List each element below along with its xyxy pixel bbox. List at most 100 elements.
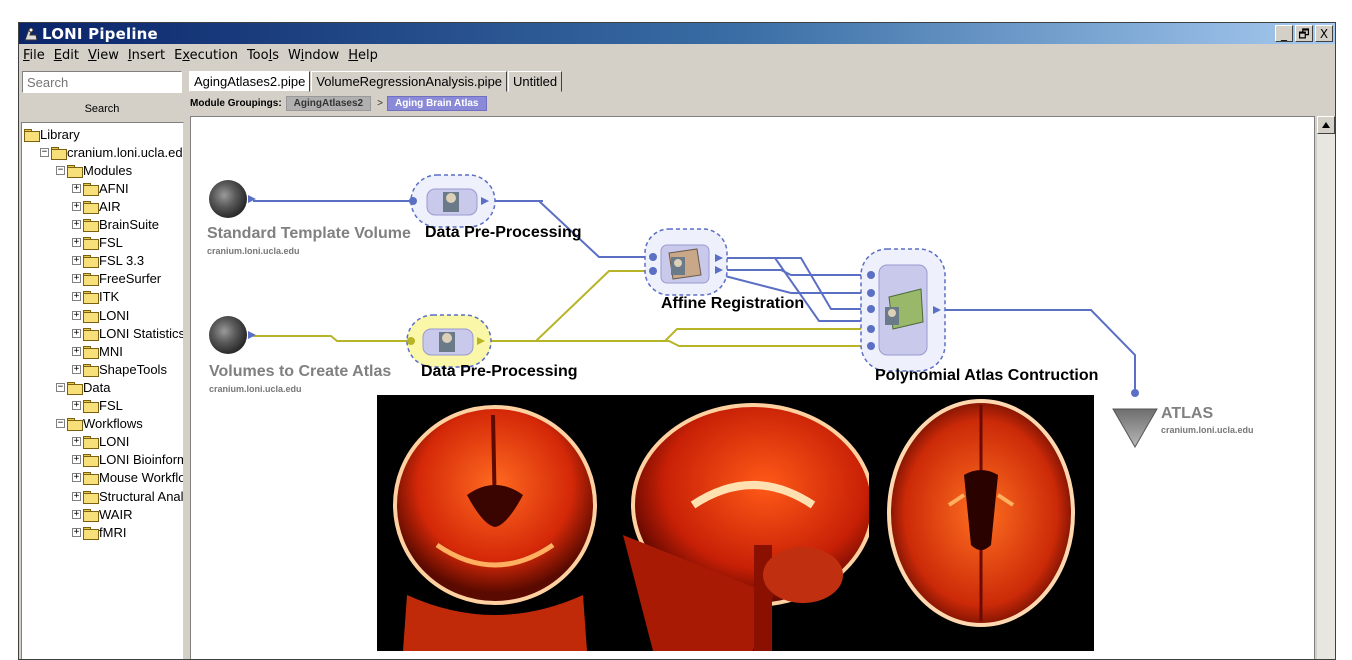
folder-icon <box>83 472 99 486</box>
tree-item-library[interactable]: Library <box>24 125 80 143</box>
tree-item-modules[interactable]: − Modules <box>56 161 132 179</box>
app-window: LONI Pipeline _ 🗗 X File Edit View Insert Ex… <box>18 22 1336 660</box>
folder-icon <box>83 454 99 468</box>
output-node-atlas[interactable] <box>1112 389 1158 448</box>
collapse-icon[interactable]: − <box>56 381 65 392</box>
menu-execution[interactable]: Execution <box>174 48 238 63</box>
folder-icon <box>83 182 99 196</box>
expand-icon[interactable]: + <box>72 237 81 248</box>
tree-item-mni[interactable]: + MNI <box>72 342 123 360</box>
tree-item-mouse-workflow[interactable]: +Mouse Workflow <box>72 469 183 487</box>
menu-edit[interactable]: Edit <box>54 48 79 63</box>
module-polynomial-atlas-construction[interactable] <box>860 248 946 372</box>
tree-item-label: LONI <box>99 434 130 450</box>
tree-item-label: MNI <box>99 343 123 359</box>
scroll-up-arrow-icon[interactable] <box>1317 116 1335 134</box>
collapse-icon[interactable]: − <box>56 418 65 429</box>
expand-icon[interactable]: + <box>72 363 81 374</box>
tree-item-label: Library <box>40 126 80 142</box>
minimize-button[interactable]: _ <box>1275 25 1293 42</box>
expand-icon[interactable]: + <box>72 400 81 410</box>
vertical-scrollbar[interactable] <box>1317 116 1335 659</box>
menu-window[interactable]: Window <box>288 48 339 63</box>
tree-item-label: Workflows <box>83 416 143 432</box>
expand-icon[interactable]: + <box>72 472 81 483</box>
collapse-icon[interactable]: − <box>40 146 49 157</box>
search-button[interactable]: Search <box>84 103 120 115</box>
folder-icon <box>83 436 99 450</box>
tree-item-wair[interactable]: +WAIR <box>72 505 132 523</box>
expand-icon[interactable]: + <box>72 526 81 537</box>
open-folder-icon <box>24 128 40 142</box>
tree-item-loni-statistics[interactable]: +LONI Statistics <box>72 324 183 342</box>
tree-item-fmri[interactable]: +fMRI <box>72 523 126 541</box>
tree-item-label: AIR <box>99 198 121 214</box>
tree-item-label: Modules <box>83 162 133 178</box>
folder-icon <box>83 508 99 522</box>
menu-file[interactable]: File <box>23 48 45 63</box>
module-data-preprocessing-2[interactable] <box>406 314 492 368</box>
tree-item-brainsuite[interactable]: +BrainSuite <box>72 216 159 234</box>
tree-item-data[interactable]: −Data <box>56 378 110 396</box>
wire-affine-to-poly-3 <box>720 274 865 294</box>
tree-item-fsl[interactable]: + FSL <box>72 397 123 415</box>
tree-item-shapetools[interactable]: +ShapeTools <box>72 360 167 378</box>
tree-item-loni[interactable]: +LONI <box>72 306 129 324</box>
search-input[interactable] <box>22 71 182 93</box>
tree-item-air[interactable]: + AIR <box>72 197 121 215</box>
tree-item-fsl[interactable]: + FSL <box>72 234 123 252</box>
expand-icon[interactable]: + <box>72 182 81 193</box>
menu-insert[interactable]: Insert <box>128 48 165 63</box>
expand-icon[interactable]: + <box>72 219 81 229</box>
title-bar[interactable]: LONI Pipeline _ 🗗 X <box>19 23 1335 44</box>
input-node-standard-template[interactable] <box>209 180 256 218</box>
workflow-canvas[interactable]: Standard Template Volume cranium.loni.uc… <box>190 116 1315 659</box>
tree-item-label: FSL <box>99 235 123 251</box>
tree-item-afni[interactable]: + AFNI <box>72 179 129 197</box>
tab-agingatlases2-pipe[interactable]: AgingAtlases2.pipe <box>189 71 311 92</box>
close-button[interactable]: X <box>1315 25 1333 42</box>
tree-item-label: FSL <box>99 398 123 413</box>
expand-icon[interactable]: + <box>72 273 81 284</box>
tree-item-label: AFNI <box>99 180 129 196</box>
expand-icon[interactable]: + <box>72 508 81 519</box>
tree-item-itk[interactable]: +ITK <box>72 288 119 306</box>
expand-icon[interactable]: + <box>72 345 81 356</box>
grouping-crumb-agingatlases2[interactable]: AgingAtlases2 <box>285 96 372 111</box>
tree-item-label: cranium.loni.ucla.edu <box>67 144 184 160</box>
expand-icon[interactable]: + <box>72 327 81 338</box>
collapse-icon[interactable]: − <box>56 164 65 175</box>
expand-icon[interactable]: + <box>72 309 81 320</box>
tree-item-workflows[interactable]: − Workflows <box>56 415 143 433</box>
expand-icon[interactable]: + <box>72 490 81 501</box>
tab-untitled[interactable]: Untitled <box>508 71 563 92</box>
module-affine-registration[interactable] <box>644 228 728 296</box>
input-node-volumes-to-create-atlas[interactable] <box>209 316 256 354</box>
tree-item-label: LONI Bioinforma <box>99 452 183 468</box>
tree-item-freesurfer[interactable]: +FreeSurfer <box>72 270 161 288</box>
expand-icon[interactable]: + <box>72 436 81 447</box>
tree-item-loni-bioinforma[interactable]: + LONI Bioinforma <box>72 451 183 469</box>
grouping-crumb-aging-brain-atlas[interactable]: Aging Brain Atlas <box>386 96 487 111</box>
expand-icon[interactable]: + <box>72 291 81 302</box>
expand-icon[interactable]: + <box>72 200 81 211</box>
menu-tools[interactable]: Tools <box>247 48 279 63</box>
tab-volumeregressionanalysis-pipe[interactable]: VolumeRegressionAnalysis.pipe <box>311 71 508 92</box>
folder-icon <box>83 273 99 287</box>
restore-button[interactable]: 🗗 <box>1295 25 1313 42</box>
output-label: ATLAS <box>1161 405 1214 422</box>
menu-view[interactable]: View <box>88 48 119 63</box>
connection-wires <box>253 200 1136 390</box>
expand-icon[interactable]: + <box>72 255 81 266</box>
open-folder-icon <box>67 164 83 178</box>
menu-help[interactable]: Help <box>348 48 378 63</box>
folder-icon <box>83 400 99 413</box>
wire-affine-to-poly-4 <box>721 257 865 310</box>
module-data-preprocessing-1[interactable] <box>409 174 496 228</box>
tree-item-fsl-3-3[interactable]: +FSL 3.3 <box>72 252 144 270</box>
tree-item-loni[interactable]: + LONI <box>72 433 129 451</box>
expand-icon[interactable]: + <box>72 454 81 465</box>
tree-item-structural-analys[interactable]: +Structural Analys <box>72 487 183 505</box>
tree-item-cranium-loni-ucla-edu[interactable]: − cranium.loni.ucla.edu <box>40 143 184 161</box>
